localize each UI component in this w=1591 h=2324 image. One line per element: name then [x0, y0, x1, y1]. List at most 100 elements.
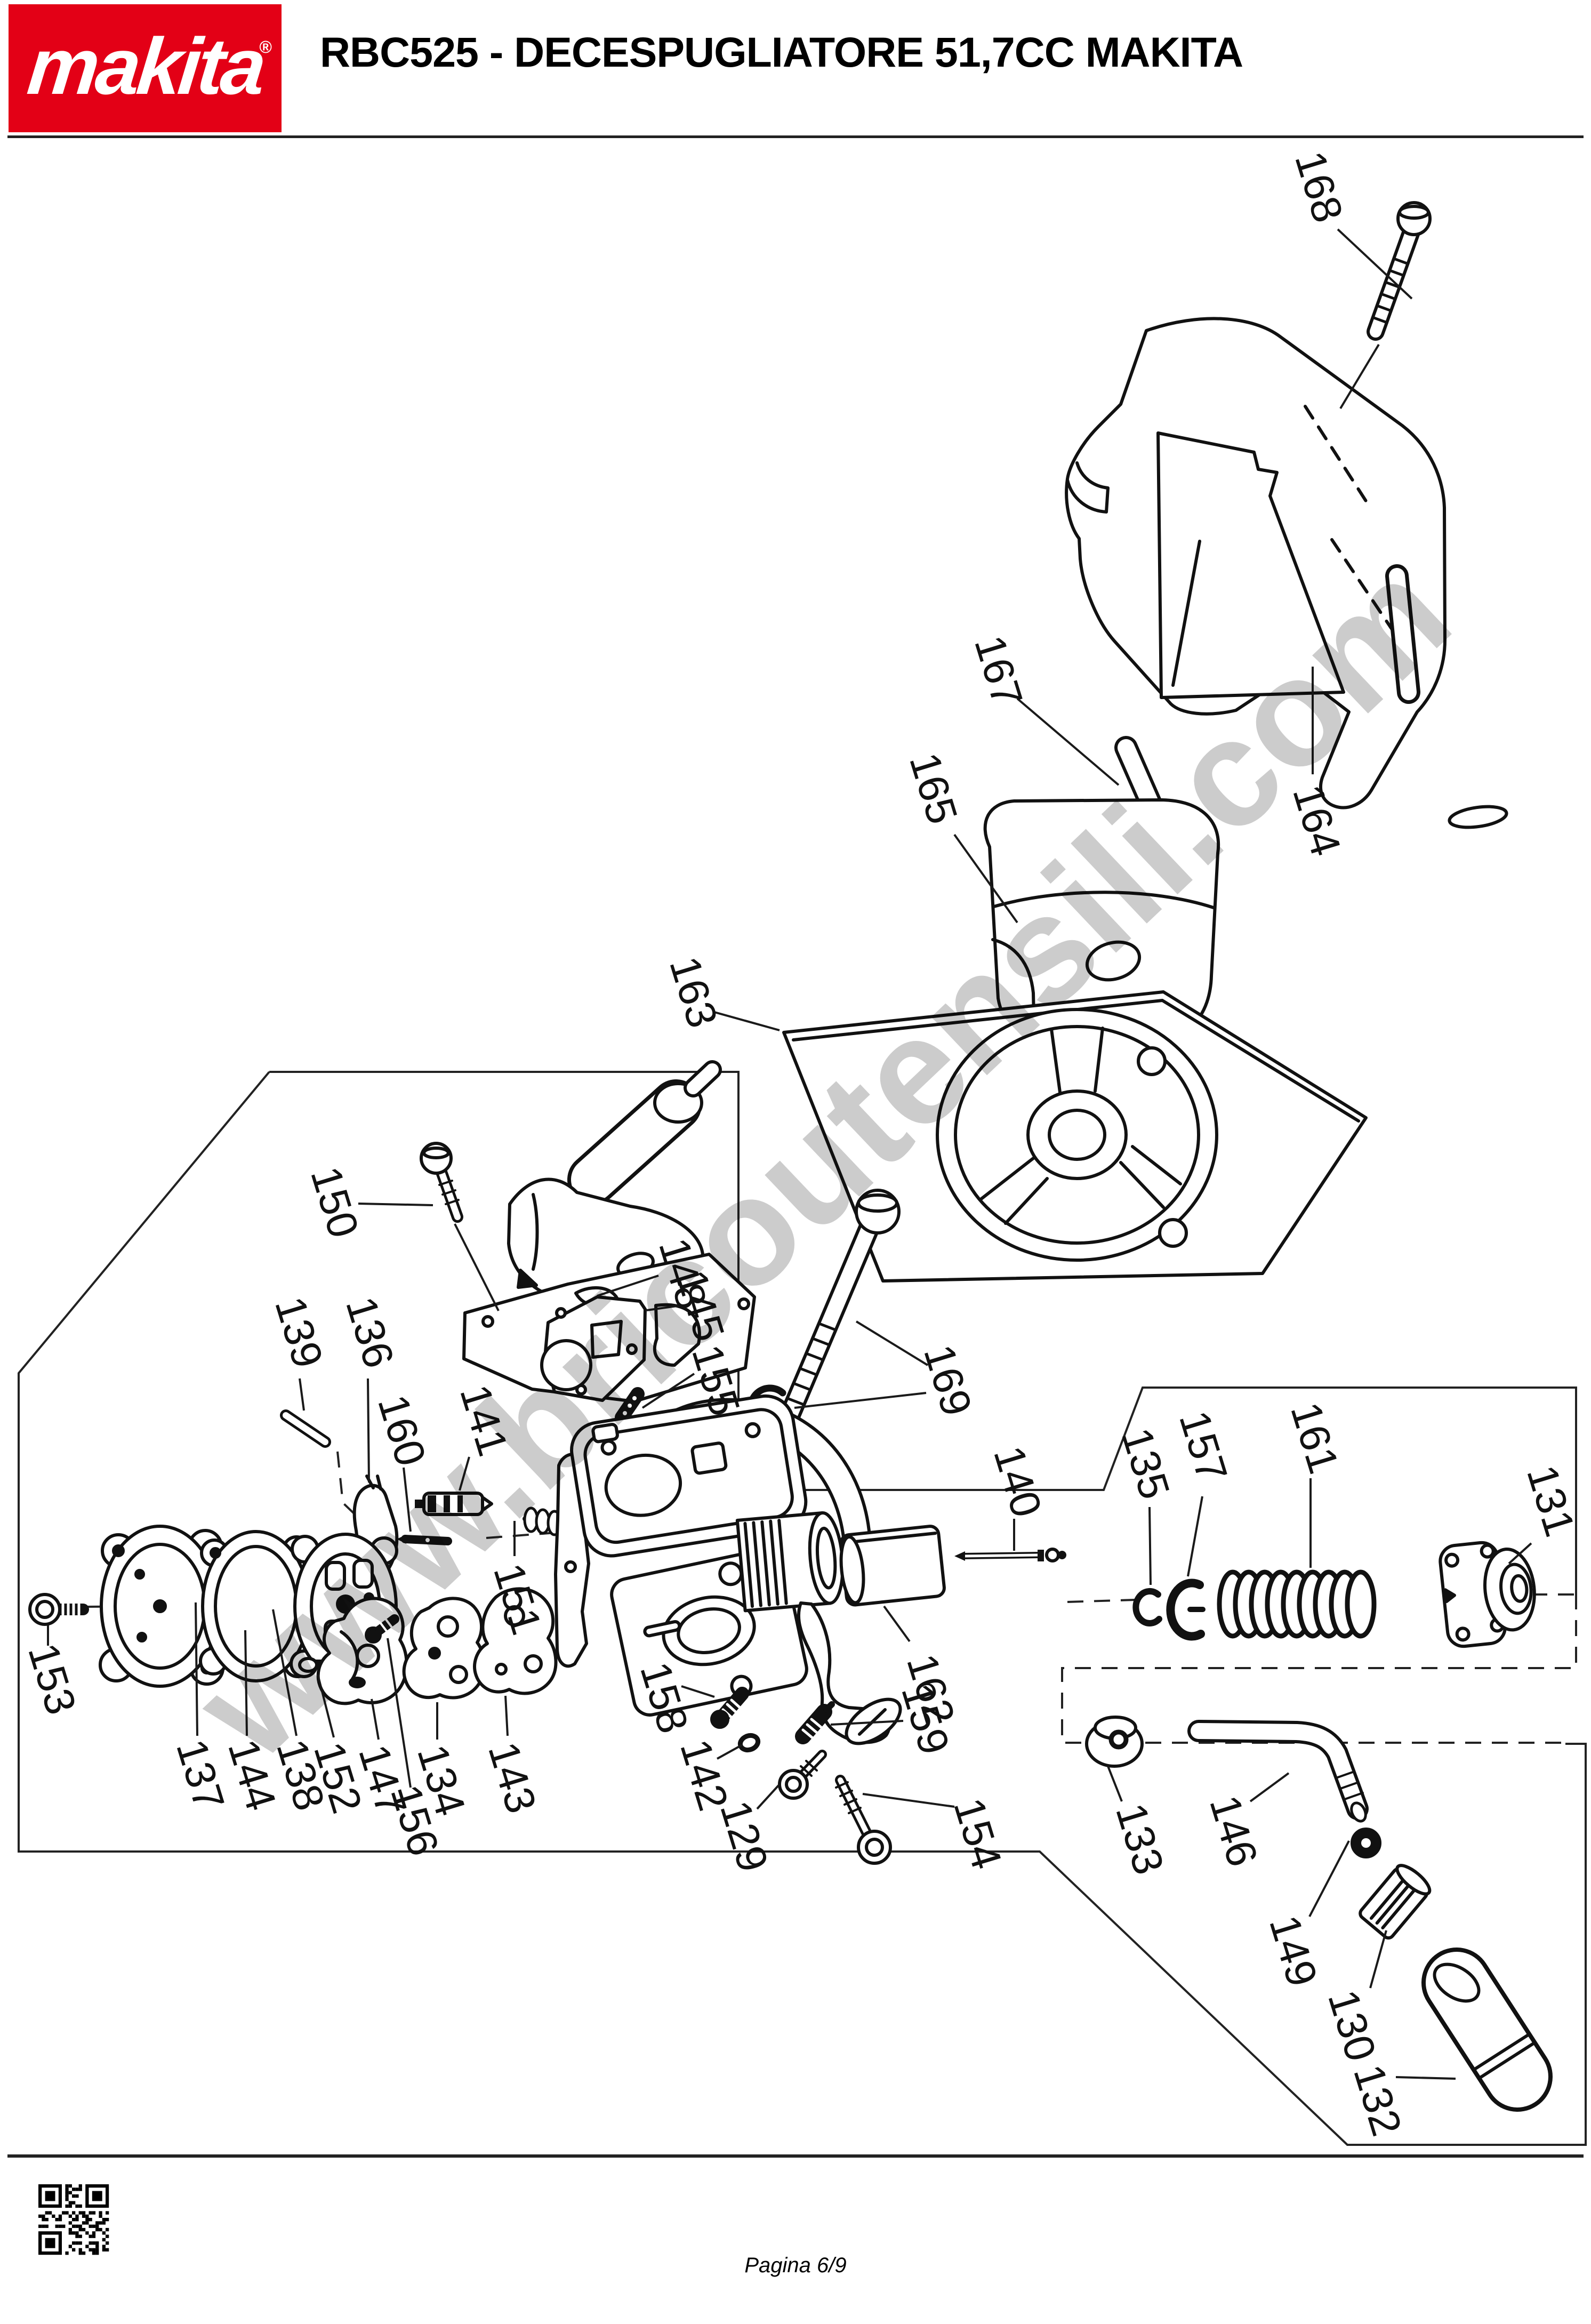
part-134-diaphragm — [402, 1597, 486, 1700]
part-143-gasket — [473, 1587, 558, 1695]
part-154-screw — [835, 1775, 892, 1865]
part-150-screw — [420, 1142, 463, 1223]
leader-line-169 — [855, 1320, 929, 1366]
part-label-149: 149 — [1260, 1910, 1327, 1992]
leader-line-162 — [883, 1605, 911, 1642]
leader-line-145 — [646, 1304, 681, 1311]
leader-line-154 — [862, 1793, 955, 1808]
part-label-139: 139 — [266, 1291, 332, 1373]
page-title: RBC525 - DECESPUGLIATORE 51,7CC MAKITA — [320, 28, 1243, 76]
part-label-157: 157 — [1170, 1405, 1236, 1487]
leader-line-168 — [1337, 228, 1413, 300]
leader-line-146 — [1249, 1772, 1290, 1802]
part-label-169: 169 — [915, 1339, 981, 1421]
part-label-167: 167 — [966, 630, 1032, 712]
part-145-gasket — [540, 1295, 647, 1402]
leader-line-130 — [1369, 1930, 1387, 1989]
part-161-spring — [1217, 1569, 1377, 1639]
makita-logo: makita ® — [9, 4, 282, 132]
part-label-132: 132 — [1345, 2059, 1411, 2141]
leader-line-133 — [1107, 1766, 1123, 1802]
leader-line-149 — [1308, 1840, 1350, 1917]
part-162-plug — [839, 1525, 946, 1607]
part-label-135: 135 — [1113, 1422, 1179, 1504]
part-label-163: 163 — [661, 951, 727, 1033]
part-label-142: 142 — [671, 1734, 737, 1816]
leader-line-142 — [717, 1744, 743, 1760]
part-label-136: 136 — [337, 1291, 403, 1373]
leader-line-155 — [641, 1373, 695, 1409]
part-160-needle — [397, 1535, 452, 1545]
registered-trademark-icon: ® — [259, 37, 272, 57]
leader-line-129 — [756, 1783, 781, 1810]
leader-line-147 — [371, 1698, 380, 1740]
qr-code — [38, 2184, 109, 2255]
leader-line-135 — [1148, 1506, 1152, 1585]
leader-line-168 — [1339, 343, 1380, 410]
part-label-150: 150 — [302, 1161, 368, 1243]
part-label-146: 146 — [1201, 1790, 1267, 1872]
part-168-bolt — [1367, 201, 1432, 341]
leader-line-137 — [195, 1602, 198, 1736]
part-label-153: 153 — [19, 1638, 85, 1720]
leader-line-157 — [1187, 1496, 1203, 1577]
leader-line-144 — [244, 1630, 248, 1736]
part-140-needle — [954, 1548, 1066, 1562]
part-label-133: 133 — [1107, 1798, 1173, 1880]
part-146-hose — [1187, 1720, 1369, 1823]
part-169-bolt — [774, 1189, 901, 1438]
header-divider — [7, 135, 1584, 138]
leader-line-159 — [830, 1720, 904, 1726]
part-label-154: 154 — [945, 1792, 1011, 1874]
part-133-grommet — [1085, 1716, 1144, 1768]
leader-line-165 — [953, 834, 1018, 924]
leader-line-136 — [367, 1378, 370, 1483]
leader-line-148 — [597, 1275, 659, 1297]
part-141-needle-valve — [415, 1492, 493, 1516]
footer-divider — [7, 2154, 1584, 2158]
part-label-168: 168 — [1286, 146, 1352, 228]
leader-line-152 — [317, 1674, 335, 1738]
part-155-pin — [615, 1387, 645, 1424]
part-label-165: 165 — [901, 747, 967, 829]
page-number: Pagina 6/9 — [744, 2254, 847, 2277]
part-label-131: 131 — [1518, 1460, 1584, 1542]
leader-line-139 — [299, 1378, 305, 1411]
part-153-screw — [28, 1593, 89, 1626]
leader-line-160 — [403, 1467, 412, 1532]
part-135-clip — [1132, 1588, 1162, 1626]
part-164-cover — [1065, 317, 1508, 829]
part-144-gasket — [199, 1530, 312, 1682]
part-139-pin — [280, 1409, 331, 1448]
part-carburetor-body — [554, 1394, 902, 1745]
leader-line-156 — [387, 1638, 412, 1788]
part-label-143: 143 — [479, 1736, 545, 1818]
part-label-161: 161 — [1282, 1397, 1348, 1479]
leader-line-150 — [358, 1203, 433, 1206]
leader-line-150 — [454, 1223, 500, 1311]
leader-line-169 — [794, 1392, 927, 1409]
part-163-plate — [782, 990, 1368, 1283]
part-158-screw — [710, 1687, 749, 1729]
leader-line-138 — [272, 1609, 298, 1736]
part-label-140: 140 — [985, 1440, 1051, 1522]
part-label-130: 130 — [1319, 1984, 1385, 2066]
leader-line-143 — [504, 1695, 509, 1736]
part-156-screw — [365, 1614, 399, 1644]
leader-line-163 — [714, 1011, 780, 1031]
part-130-holder — [1359, 1864, 1432, 1940]
leader-line-167 — [1016, 698, 1120, 786]
part-142-ring — [737, 1733, 761, 1753]
part-149-nut — [1351, 1828, 1381, 1858]
leader-line-158 — [681, 1685, 715, 1698]
page-header: makita ® RBC525 - DECESPUGLIATORE 51,7CC… — [0, 0, 1591, 139]
leader-line-141 — [459, 1456, 470, 1491]
part-label-129: 129 — [711, 1795, 777, 1877]
part-131-pump-body — [1439, 1541, 1536, 1648]
leader-line-132 — [1395, 2076, 1456, 2080]
part-159-screw — [795, 1701, 835, 1744]
part-157-eclip — [1166, 1578, 1206, 1641]
leader-line-131 — [1508, 1542, 1532, 1565]
